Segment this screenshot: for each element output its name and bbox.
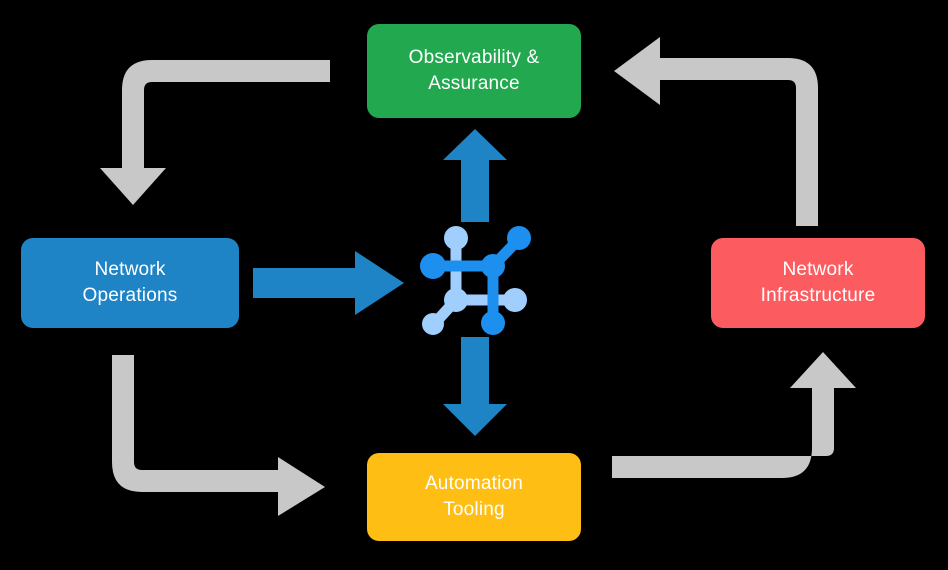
node-box-network-operations[interactable]: Network Operations [21, 238, 239, 328]
gray-arrow-infrastructure-to-observability [614, 37, 818, 226]
blue-arrow-center-to-observability [443, 129, 507, 222]
gray-arrow-operations-to-automation [112, 355, 325, 516]
node-box-automation-tooling[interactable]: Automation Tooling [367, 453, 581, 541]
network-topology-icon [420, 226, 531, 335]
node-box-network-infrastructure[interactable]: Network Infrastructure [711, 238, 925, 328]
node-box-observability[interactable]: Observability & Assurance [367, 24, 581, 118]
gray-arrow-automation-to-infrastructure [612, 352, 856, 478]
network-icon-primary-nodes [420, 226, 531, 335]
gray-arrow-observability-to-operations [100, 60, 330, 205]
blue-arrow-operations-to-center [253, 251, 404, 315]
blue-arrow-center-to-automation [443, 337, 507, 436]
network-icon-secondary-nodes [422, 226, 527, 335]
